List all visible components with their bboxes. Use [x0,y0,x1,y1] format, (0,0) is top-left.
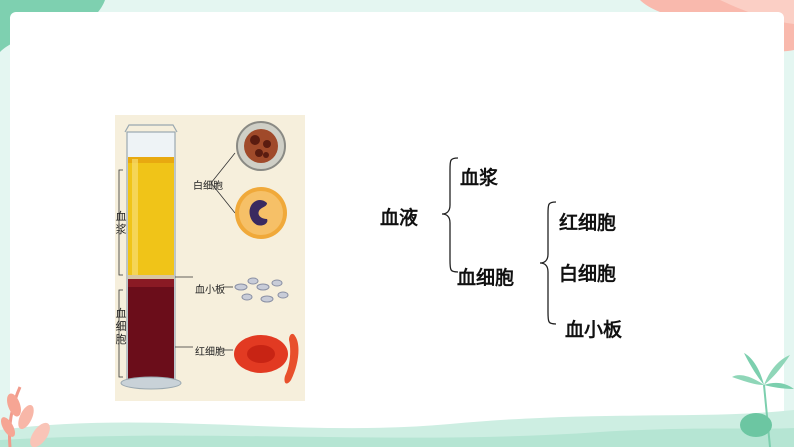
leaf-left-decoration [1,386,50,447]
white-blood-cell-2 [235,187,287,239]
blood-composition-figure: 血浆 血细胞 白细胞 血小板 红细胞 [115,115,305,401]
red-blood-cells-illustration [234,333,299,384]
node-plasma: 血浆 [460,167,499,189]
node-white-cells: 白细胞 [559,263,617,285]
brace-level1 [441,157,459,273]
node-blood-cells: 血细胞 [457,267,515,289]
node-red-cells: 红细胞 [559,212,617,234]
graduated-cylinder-illustration [118,124,236,390]
node-platelets: 血小板 [565,319,623,341]
white-cell-label: 白细胞 [193,181,223,192]
platelet-label: 血小板 [195,285,225,296]
palm-right-decoration [732,353,794,447]
cells-vertical-label: 血细胞 [115,307,127,346]
platelets-illustration [234,277,289,303]
white-blood-cell-1 [236,121,286,171]
bottom-wave-decoration [0,410,794,447]
plasma-vertical-label: 血浆 [115,210,127,236]
brace-level2 [539,201,557,325]
root-node-blood: 血液 [380,207,419,229]
red-cell-label: 红细胞 [195,347,225,358]
